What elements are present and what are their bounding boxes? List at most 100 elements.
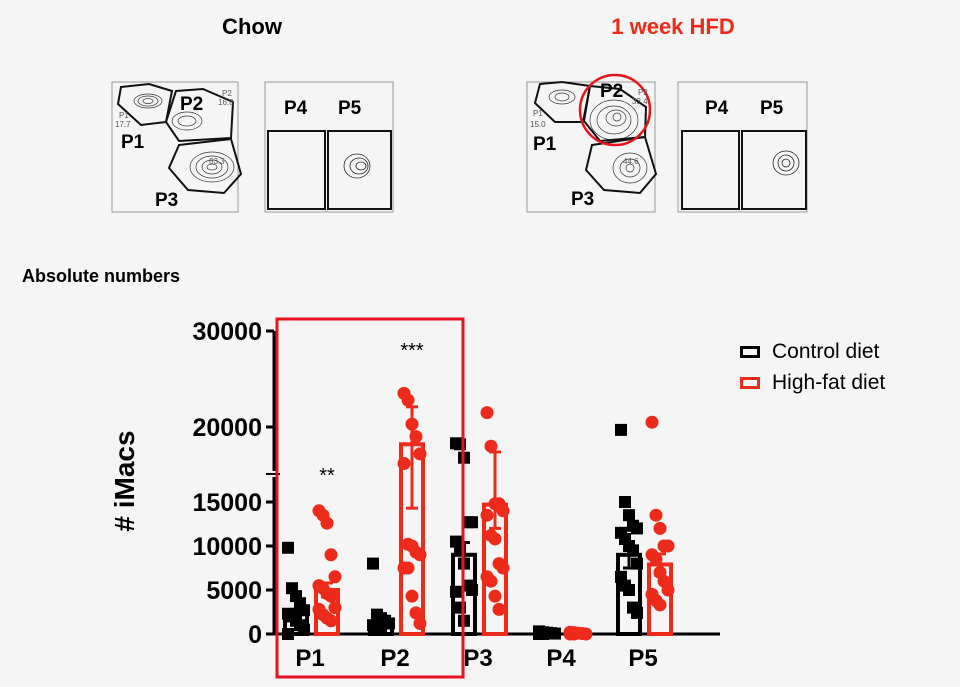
data-point-control <box>627 544 639 557</box>
svg-text:P2: P2 <box>600 81 623 102</box>
svg-text:17.7: 17.7 <box>115 120 131 129</box>
data-point-control <box>549 627 561 640</box>
y-tick-label: 20000 <box>192 414 262 442</box>
svg-text:33.4: 33.4 <box>632 97 648 106</box>
svg-text:P4: P4 <box>705 98 729 119</box>
legend-swatch-control <box>740 346 760 358</box>
data-point-control <box>631 522 643 535</box>
x-tick-label: P5 <box>628 645 657 672</box>
legend-swatch-hfd <box>740 377 760 389</box>
x-tick-label: P4 <box>546 645 576 672</box>
x-tick-label: P2 <box>380 645 409 672</box>
data-point-hfd <box>328 570 342 584</box>
svg-text:P2: P2 <box>222 89 232 98</box>
svg-text:63.3: 63.3 <box>209 157 225 166</box>
data-point-hfd <box>413 548 427 562</box>
data-point-control <box>615 423 627 436</box>
data-point-hfd <box>401 393 415 407</box>
chart-subtitle: Absolute numbers <box>22 266 181 286</box>
data-point-hfd <box>484 439 498 453</box>
data-point-control <box>375 622 387 635</box>
data-point-hfd <box>409 606 423 620</box>
data-point-hfd <box>661 583 675 597</box>
data-point-control <box>623 509 635 522</box>
p1-p2-highlight-box <box>275 317 465 679</box>
significance-label: ** <box>319 465 335 487</box>
data-point-control <box>466 584 478 596</box>
data-point-control <box>298 623 310 636</box>
legend-hfd: High-fat diet <box>740 371 885 395</box>
data-point-hfd <box>567 627 581 641</box>
data-point-hfd <box>492 602 506 616</box>
data-point-control <box>282 628 294 640</box>
p2-highlight-circle <box>578 73 652 147</box>
y-tick-label: 10000 <box>192 533 262 561</box>
y-tick-label: 5000 <box>206 577 262 605</box>
data-point-hfd <box>328 601 342 615</box>
data-point-hfd <box>496 561 510 575</box>
chow-flow-plot-2: P4 P5 <box>264 81 394 213</box>
hfd-flow-plot-1: P2 P1 P3 P1 15.0 P2 33.4 44.6 <box>526 73 658 213</box>
chow-title: Chow <box>222 14 282 39</box>
data-point-hfd <box>320 516 334 530</box>
data-point-control <box>631 557 643 570</box>
x-tick-label: P1 <box>295 645 324 672</box>
data-point-hfd <box>413 616 427 630</box>
x-tick-label: P3 <box>463 645 492 672</box>
data-point-hfd <box>488 589 502 603</box>
legend-label-hfd: High-fat diet <box>772 371 886 394</box>
data-point-control <box>619 496 631 508</box>
legend-label-control: Control diet <box>772 340 880 363</box>
y-axis-label: # iMacs <box>109 430 140 532</box>
data-point-control <box>537 628 549 640</box>
y-tick-label: 0 <box>248 621 262 649</box>
data-point-control <box>623 584 635 596</box>
data-point-hfd <box>649 552 663 566</box>
svg-text:15.0: 15.0 <box>530 120 546 129</box>
svg-text:P5: P5 <box>338 98 362 119</box>
gate-label-p1: P1 <box>121 132 145 153</box>
data-point-hfd <box>413 447 427 461</box>
data-point-hfd <box>579 627 593 641</box>
svg-text:44.6: 44.6 <box>623 157 639 166</box>
data-point-control <box>298 604 310 617</box>
svg-text:P2: P2 <box>638 88 648 97</box>
data-point-hfd <box>409 430 423 444</box>
significance-label: *** <box>400 340 424 362</box>
svg-text:16.8: 16.8 <box>218 98 234 107</box>
y-tick-label: 30000 <box>192 318 262 346</box>
legend-control: Control diet <box>740 340 879 364</box>
data-point-hfd <box>405 589 419 603</box>
data-point-hfd <box>324 589 338 603</box>
data-point-hfd <box>397 456 411 470</box>
svg-text:P4: P4 <box>284 98 308 119</box>
hfd-title: 1 week HFD <box>611 14 735 39</box>
data-point-hfd <box>645 415 659 429</box>
data-point-hfd <box>324 548 338 562</box>
data-point-hfd <box>401 561 415 575</box>
hfd-flow-plot-2: P4 P5 <box>677 81 808 213</box>
gate-label-p3: P3 <box>155 190 178 211</box>
data-point-hfd <box>484 574 498 588</box>
data-point-hfd <box>480 508 494 522</box>
svg-text:P1: P1 <box>119 111 129 120</box>
data-point-control <box>466 516 478 529</box>
data-point-hfd <box>405 417 419 431</box>
data-point-hfd <box>480 406 494 420</box>
svg-text:P1: P1 <box>533 109 543 118</box>
chow-flow-plot-1: P2 P1 P3 P1 17.7 P2 16.8 63.3 <box>111 81 243 213</box>
data-point-control <box>450 585 462 598</box>
data-point-hfd <box>496 504 510 518</box>
data-point-control <box>631 606 643 619</box>
data-point-hfd <box>653 598 667 612</box>
svg-text:P5: P5 <box>760 98 784 119</box>
data-point-control <box>367 557 379 570</box>
data-point-hfd <box>488 532 502 546</box>
y-tick-label: 15000 <box>192 489 262 517</box>
data-point-control <box>282 541 294 554</box>
gate-label-p2: P2 <box>180 94 203 115</box>
data-point-hfd <box>661 539 675 553</box>
svg-text:P1: P1 <box>533 134 557 155</box>
